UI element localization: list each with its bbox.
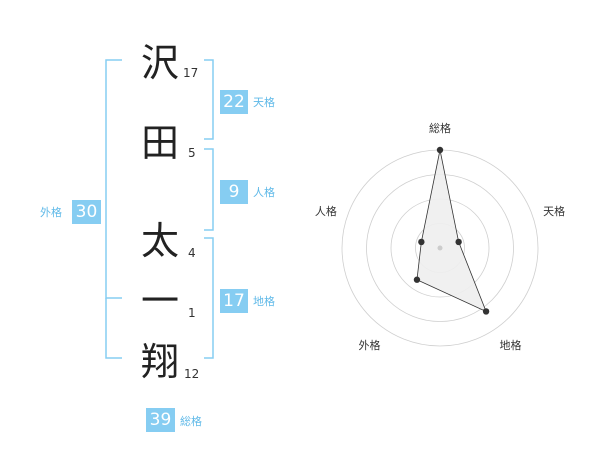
radar-axis-label-2: 天格 (543, 204, 565, 218)
radar-point-1 (436, 146, 444, 154)
stroke-count-4: 1 (188, 306, 196, 320)
stroke-count-5: 12 (184, 367, 200, 381)
radar-axis-label-1: 総格 (429, 121, 451, 135)
tenkaku-badge: 22 (220, 90, 248, 114)
jinkaku-label: 人格 (253, 186, 275, 199)
radar-point-5 (418, 238, 425, 246)
radar-point-2 (455, 238, 462, 246)
chikaku-bracket (204, 237, 214, 359)
chikaku-label: 地格 (253, 295, 275, 308)
radar-polygon (416, 149, 487, 313)
radar-point-3 (482, 308, 490, 315)
jinkaku-badge: 9 (220, 180, 248, 204)
stroke-count-1: 17 (183, 66, 199, 80)
tenkaku-bracket (204, 59, 214, 140)
jinkaku-bracket (204, 148, 214, 231)
gaikaku-label: 外格 (40, 206, 62, 219)
name-char-1: 沢 (141, 41, 180, 85)
gaikaku-bracket-lower (105, 298, 122, 359)
radar-center-dot (437, 245, 443, 251)
name-char-5: 翔 (141, 340, 180, 384)
gaikaku-bracket-upper (105, 59, 122, 299)
radar-points (413, 146, 490, 315)
soukaku-badge: 39 (146, 408, 175, 432)
radar-axis-label-4: 外格 (358, 338, 380, 352)
gaikaku-badge: 30 (72, 200, 101, 224)
tenkaku-label: 天格 (253, 96, 275, 109)
name-char-2: 田 (141, 121, 180, 165)
name-char-4: 一 (141, 279, 180, 323)
soukaku-label: 総格 (180, 415, 202, 428)
name-char-3: 太 (141, 219, 180, 263)
radar-point-4 (413, 276, 421, 283)
radar-axis-label-5: 人格 (315, 204, 337, 218)
chikaku-badge: 17 (220, 289, 248, 313)
stroke-count-2: 5 (188, 146, 196, 160)
radar-axis-label-3: 地格 (500, 338, 522, 352)
stroke-count-3: 4 (188, 246, 196, 260)
